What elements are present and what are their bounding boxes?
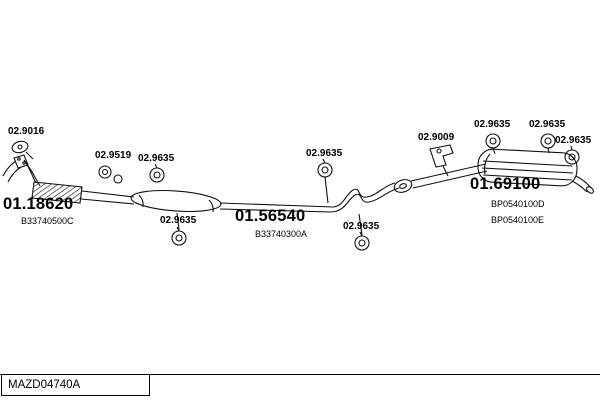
part-number-hanger-2[interactable]: 02.9635 (160, 215, 197, 226)
front-mid-pipe (80, 190, 135, 205)
diagram-code: MAZD04740A (8, 379, 81, 391)
gasket-rings-icon (98, 165, 123, 184)
part-number-hanger-5[interactable]: 02.9635 (474, 119, 511, 130)
part-number-hanger-6[interactable]: 02.9635 (529, 119, 566, 130)
tailpipe (571, 175, 595, 194)
hanger-ring-icon (564, 145, 580, 165)
part-number-gasket-front[interactable]: 02.9519 (95, 150, 132, 161)
hanger-ring-icon (171, 212, 187, 246)
part-number-clamp-front[interactable]: 02.9016 (8, 126, 45, 137)
diagram-code-box: MAZD04740A (1, 374, 150, 396)
hanger-ring-icon (354, 213, 370, 251)
rear-pipe (410, 163, 488, 189)
footer-divider (0, 374, 600, 375)
hanger-ring-icon (485, 133, 501, 155)
assembly-code-rear-silencer-top: BP0540100D (491, 199, 545, 209)
hanger-ring-icon (540, 133, 556, 154)
assembly-number-rear-silencer[interactable]: 01.69100 (470, 175, 541, 193)
pipe-bend-section (330, 179, 413, 213)
part-number-hanger-3[interactable]: 02.9635 (306, 148, 343, 159)
part-number-hanger-4[interactable]: 02.9635 (343, 221, 380, 232)
assembly-code-rear-silencer-bottom: BP0540100E (491, 215, 545, 225)
assembly-code-middle-silencer: B33740300A (255, 229, 308, 239)
assembly-code-front-pipe: B33740500C (21, 216, 74, 226)
part-number-hanger-7[interactable]: 02.9635 (555, 135, 592, 146)
part-number-bracket-rear[interactable]: 02.9009 (418, 132, 455, 143)
bracket-icon (429, 144, 454, 177)
middle-silencer-body (130, 189, 222, 213)
part-number-hanger-1[interactable]: 02.9635 (138, 153, 175, 164)
assembly-number-front-pipe[interactable]: 01.18620 (3, 195, 74, 213)
front-pipe-tip (2, 154, 29, 183)
rear-silencer-body (477, 148, 578, 187)
assembly-number-middle-silencer[interactable]: 01.56540 (235, 207, 306, 225)
hanger-ring-icon (317, 158, 333, 204)
clamp-icon (11, 140, 34, 160)
hanger-ring-icon (149, 163, 165, 183)
flex-pipe-section (23, 159, 83, 204)
middle-pipe (219, 202, 334, 213)
